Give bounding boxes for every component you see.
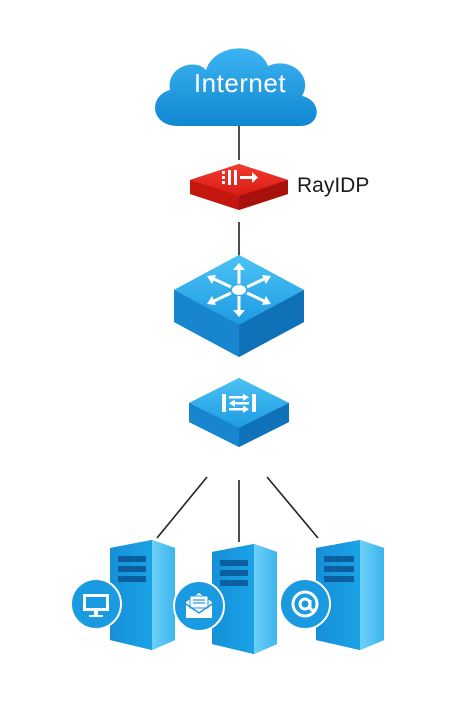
ips-arrow-icon: [222, 170, 258, 185]
link-access-server-3: [266, 476, 319, 539]
mail-icon: [185, 593, 213, 618]
cloud-label: Internet: [193, 68, 287, 98]
core-switch: [174, 255, 304, 357]
server-2: [212, 544, 277, 654]
connection-lines: [156, 125, 319, 542]
server-1: [110, 540, 175, 650]
access-switch: [189, 378, 289, 447]
link-access-server-1: [156, 476, 208, 539]
server-2-badge: [173, 580, 225, 632]
at-sign-icon: [291, 590, 319, 618]
internet-cloud: [155, 48, 317, 126]
server-3: [316, 540, 384, 650]
multilayer-switch-arrows-icon: [207, 263, 271, 317]
server-3-badge: [279, 578, 331, 630]
server-1-badge: [70, 578, 122, 630]
switch-arrows-icon: [222, 393, 256, 413]
monitor-icon: [83, 594, 109, 617]
ips-device: [190, 164, 288, 210]
ips-device-label: RayIDP: [297, 174, 370, 197]
